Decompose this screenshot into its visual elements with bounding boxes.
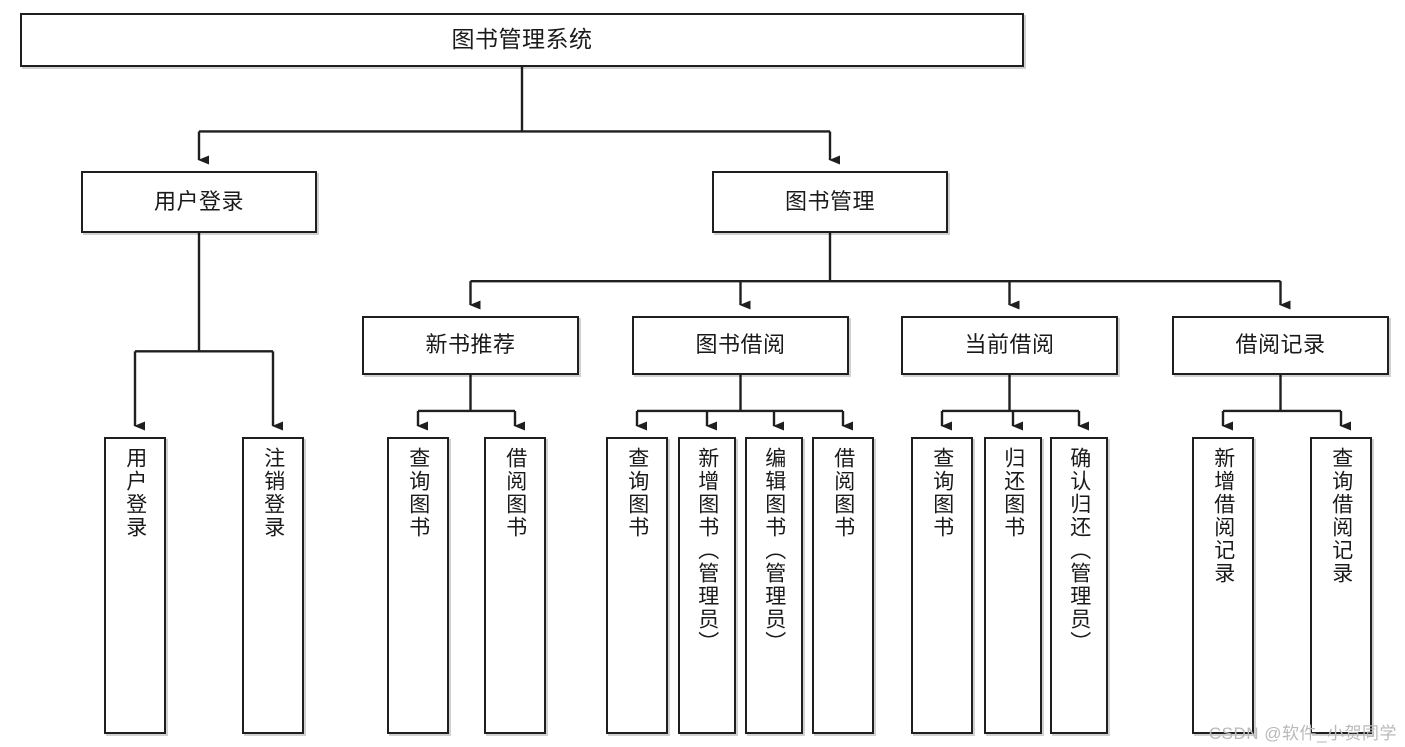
node-label: 编辑图书（管理员） bbox=[762, 447, 786, 654]
node-leaf-borrow-edit[interactable]: 编辑图书（管理员） bbox=[745, 437, 803, 734]
node-leaf-newbook-borrow[interactable]: 借阅图书 bbox=[484, 437, 546, 734]
node-label: 图书管理 bbox=[784, 188, 875, 214]
csdn-watermark: CSDN @软件_小贺同学 bbox=[1208, 724, 1397, 743]
node-label: 新书推荐 bbox=[425, 332, 516, 358]
node-bookmgmt[interactable]: 图书管理 bbox=[712, 171, 948, 233]
node-label: 查询图书 bbox=[406, 447, 430, 539]
node-leaf-current-confirm[interactable]: 确认归还（管理员） bbox=[1050, 437, 1108, 734]
node-leaf-record-add[interactable]: 新增借阅记录 bbox=[1192, 437, 1254, 734]
node-label: 用户登录 bbox=[123, 447, 147, 539]
node-label: 查询图书 bbox=[625, 447, 649, 539]
node-leaf-newbook-query[interactable]: 查询图书 bbox=[387, 437, 449, 734]
node-borrow[interactable]: 图书借阅 bbox=[632, 316, 849, 375]
node-label: 图书借阅 bbox=[695, 332, 786, 358]
node-label: 新增图书（管理员） bbox=[695, 447, 719, 654]
node-leaf-borrow-add[interactable]: 新增图书（管理员） bbox=[678, 437, 736, 734]
node-newbook[interactable]: 新书推荐 bbox=[362, 316, 579, 375]
node-leaf-user-logout[interactable]: 注销登录 bbox=[242, 437, 304, 734]
node-leaf-user-login[interactable]: 用户登录 bbox=[104, 437, 166, 734]
node-current[interactable]: 当前借阅 bbox=[901, 316, 1118, 375]
node-label: 借阅图书 bbox=[831, 447, 855, 539]
node-label: 用户登录 bbox=[153, 188, 244, 214]
node-leaf-borrow-lend[interactable]: 借阅图书 bbox=[812, 437, 874, 734]
node-label: 归还图书 bbox=[1001, 447, 1025, 539]
node-label: 查询图书 bbox=[930, 447, 954, 539]
node-label: 当前借阅 bbox=[964, 332, 1055, 358]
node-root[interactable]: 图书管理系统 bbox=[20, 13, 1024, 67]
node-label: 借阅记录 bbox=[1235, 332, 1326, 358]
node-label: 借阅图书 bbox=[503, 447, 527, 539]
node-login[interactable]: 用户登录 bbox=[81, 171, 317, 233]
node-label: 新增借阅记录 bbox=[1211, 447, 1235, 585]
node-label: 图书管理系统 bbox=[451, 26, 593, 53]
node-leaf-record-query[interactable]: 查询借阅记录 bbox=[1310, 437, 1372, 734]
node-leaf-current-query[interactable]: 查询图书 bbox=[911, 437, 973, 734]
node-label: 注销登录 bbox=[261, 447, 285, 539]
node-label: 确认归还（管理员） bbox=[1067, 447, 1091, 654]
node-label: 查询借阅记录 bbox=[1329, 447, 1353, 585]
node-leaf-borrow-query[interactable]: 查询图书 bbox=[606, 437, 668, 734]
node-leaf-current-return[interactable]: 归还图书 bbox=[984, 437, 1042, 734]
node-records[interactable]: 借阅记录 bbox=[1172, 316, 1389, 375]
